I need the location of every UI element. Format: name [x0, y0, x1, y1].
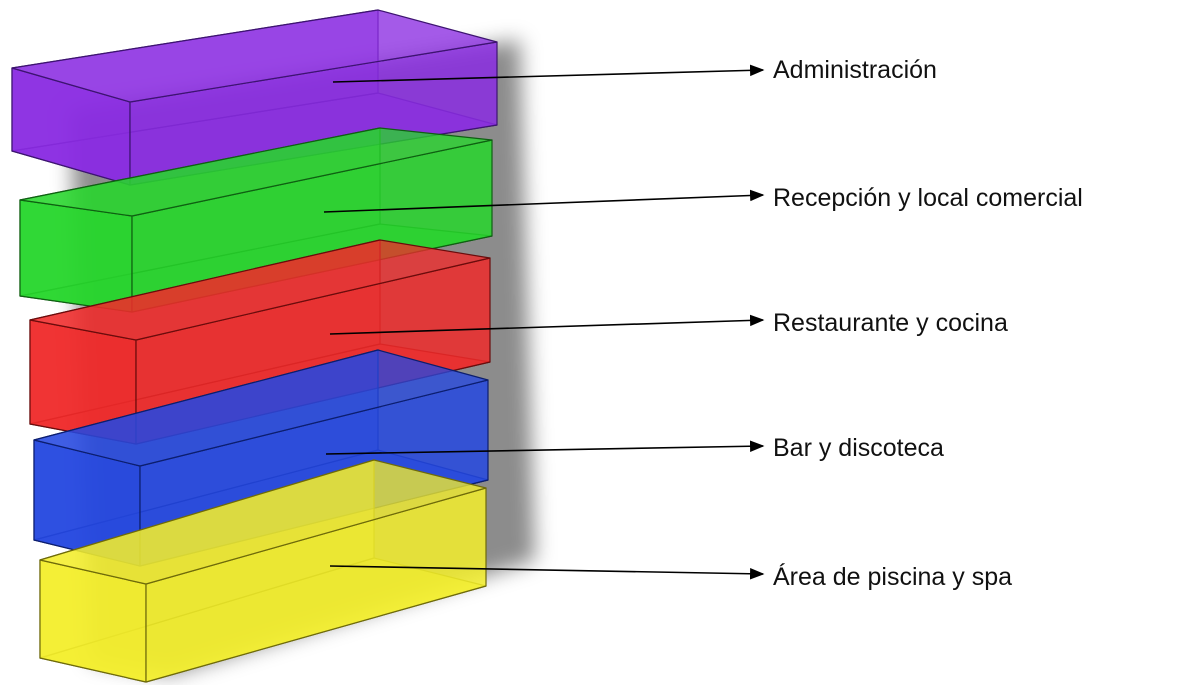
blocks	[11, 9, 498, 683]
arrow-recepcion	[323, 189, 765, 213]
arrow-piscina	[329, 565, 765, 580]
block-top-face	[33, 349, 489, 467]
label-administracion: Administración	[773, 56, 937, 84]
label-bar: Bar y discoteca	[773, 434, 944, 462]
block-top-face	[19, 127, 493, 217]
arrow-restaurante	[329, 314, 765, 335]
block-top-face	[39, 459, 487, 585]
label-recepcion: Recepción y local comercial	[773, 184, 1083, 212]
block-left-face	[19, 199, 133, 313]
block-top-face	[29, 239, 491, 341]
arrow-bar	[325, 440, 765, 455]
block-administracion	[11, 9, 498, 186]
block-top-face	[11, 9, 498, 103]
label-piscina: Área de piscina y spa	[773, 563, 1013, 591]
arrows	[323, 64, 765, 580]
label-restaurante: Restaurante y cocina	[773, 309, 1008, 337]
arrow-administracion	[332, 64, 765, 83]
block-piscina	[39, 459, 487, 683]
